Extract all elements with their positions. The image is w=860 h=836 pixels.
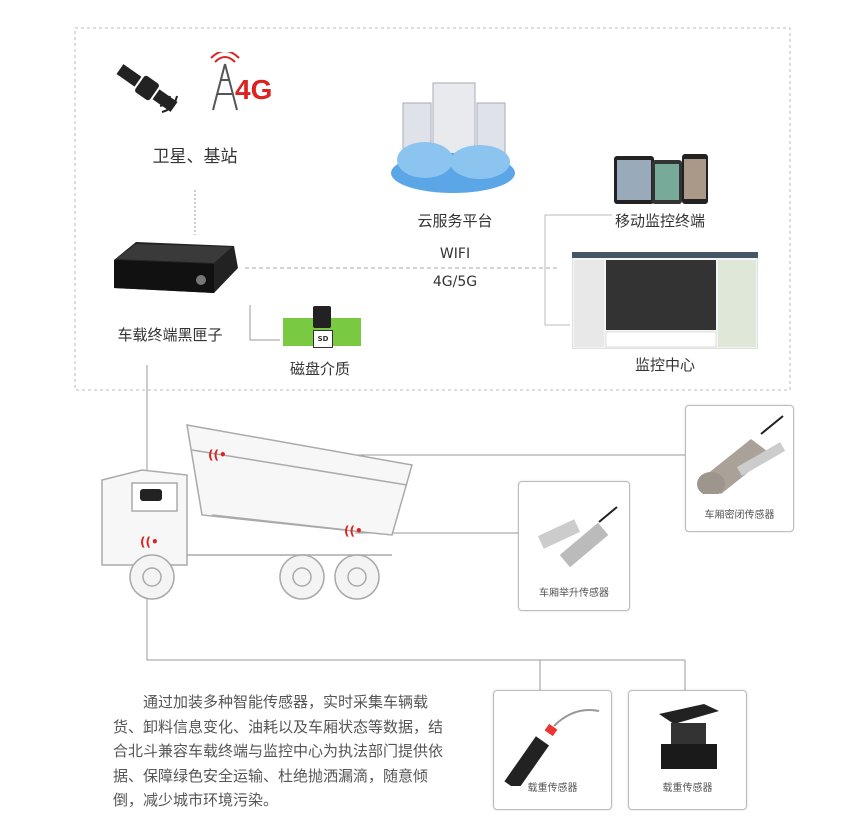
sensor-card: 载重传感器 [628, 690, 747, 810]
sensor-label: 载重传感器 [662, 783, 713, 794]
base-station-icon: 4G [205, 52, 287, 112]
sensor-image [697, 415, 786, 494]
satellite-icon [116, 64, 178, 113]
cloud-server-icon [391, 82, 515, 193]
sensor-card: 载重传感器 [493, 690, 612, 810]
sensor-label: 载重传感器 [527, 783, 578, 794]
satellite-station-label: 卫星、基站 [152, 147, 238, 167]
monitor-center-label: 监控中心 [634, 356, 696, 374]
description-paragraph: 通过加装多种智能传感器，实时采集车辆载货、卸料信息变化、油耗以及车厢状态等数据，… [113, 693, 444, 809]
sensor-label: 车厢举升传感器 [539, 588, 609, 599]
disk-media-icon: SD [283, 306, 361, 348]
mobile-monitor-label: 移动监控终端 [614, 212, 706, 230]
vehicle-terminal-label: 车载终端黑匣子 [117, 326, 223, 344]
signal-icon: ((• [140, 535, 159, 549]
sensor-image [659, 704, 719, 769]
cellular-label: 4G/5G [432, 274, 478, 290]
sensor-card: 车厢举升传感器 [518, 481, 630, 611]
sensor-label: 车厢密闭传感器 [704, 510, 775, 521]
sensor-card: 车厢密闭传感器 [685, 405, 794, 532]
sensor-image [537, 506, 618, 568]
vehicle-terminal-device-icon [114, 242, 238, 293]
disk-media-label: 磁盘介质 [289, 360, 351, 378]
signal-icon: ((• [344, 524, 363, 538]
signal-icon: ((• [208, 448, 227, 462]
mobile-devices-icon [614, 154, 708, 204]
sensor-image [504, 709, 600, 786]
cloud-platform-label: 云服务平台 [417, 212, 493, 230]
dump-truck-illustration [101, 424, 413, 600]
monitor-center-screenshot [572, 252, 758, 349]
wifi-label: WIFI [439, 246, 471, 262]
system-boundary [74, 27, 791, 391]
